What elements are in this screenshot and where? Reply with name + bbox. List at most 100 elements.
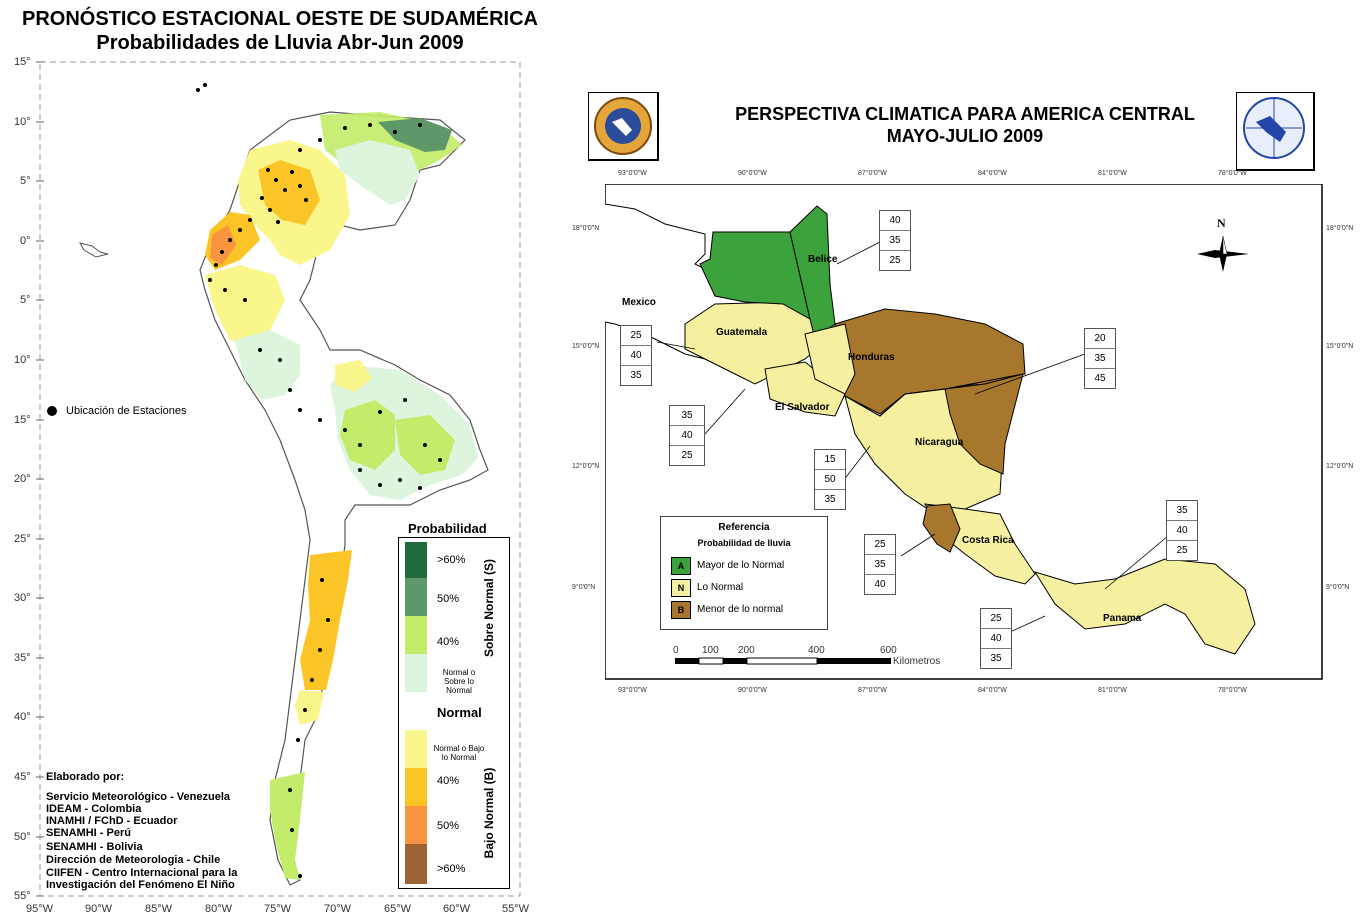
legend-swatch [405,730,427,768]
reference-label: Mayor de lo Normal [697,560,785,571]
lat-tick: 12°0'0"N [572,463,600,470]
lon-tick: 81°0'0"W [1098,687,1127,694]
lat-tick: 45° [14,771,31,783]
legend-swatch [405,616,427,654]
lat-tick: 25° [14,533,31,545]
credits-heading: Elaborado por: [46,771,125,783]
scale-label: 400 [808,645,825,656]
credit-line: SENAMHI - Perú [46,827,131,839]
lat-tick: 15° [14,56,31,68]
country-label-honduras: Honduras [848,352,895,363]
lat-tick: 9°0'0"N [1326,584,1350,591]
lon-tick: 90°0'0"W [738,687,767,694]
lat-tick: 18°0'0"N [572,225,600,232]
scale-label: 0 [673,645,679,656]
lat-tick: 50° [14,831,31,843]
lat-tick: 40° [14,711,31,723]
country-label-el-salvador: El Salvador [775,402,830,413]
lat-tick: 10° [14,116,31,128]
lon-tick: 90°0'0"W [738,170,767,177]
lat-tick: 30° [14,592,31,604]
lon-tick: 87°0'0"W [858,687,887,694]
legend-label: 40% [437,636,460,648]
ciifen-logo [588,92,659,161]
reference-title: Referencia [718,522,770,533]
legend-label: Normal [437,705,482,720]
lat-tick: 15°0'0"N [1326,343,1354,350]
credit-line: IDEAM - Colombia [46,803,142,815]
lon-tick: 75°W [264,903,292,915]
lon-tick: 85°W [145,903,173,915]
lon-tick: 81°0'0"W [1098,170,1127,177]
lon-tick: 95°W [26,903,54,915]
left-map-subtitle: Probabilidades de Lluvia Abr-Jun 2009 [96,32,464,54]
legend-title: Probabilidad [408,521,487,536]
probability-legend: >60% 50% 40% Normal o Sobre lo Normal No… [398,537,510,889]
reference-swatch-b: B [671,601,691,619]
credit-line: Servicio Meteorológico - Venezuela [46,791,230,803]
legend-swatch [405,806,427,844]
reference-label: Lo Normal [697,582,744,593]
lat-tick: 15°0'0"N [572,343,600,350]
lat-tick: 0° [20,235,31,247]
legend-label: 40% [437,775,460,787]
lon-tick: 78°0'0"W [1218,687,1247,694]
south-america-map [36,61,521,897]
scale-label: 200 [738,645,755,656]
lon-tick: 93°0'0"W [618,170,647,177]
reference-legend: Referencia Probabilidad de lluvia A Mayo… [660,516,828,630]
legend-swatch [405,578,427,616]
compass-rose-icon [1197,235,1249,272]
country-label-costa-rica: Costa Rica [962,535,1014,546]
lon-tick: 55°W [502,903,530,915]
legend-swatch [405,768,427,806]
lat-tick: 20° [14,473,31,485]
legend-label: Normal o Bajo lo Normal [433,744,485,762]
legend-swatch [405,654,427,692]
country-label-mexico: Mexico [622,297,656,308]
legend-label: Normal o Sobre lo Normal [442,668,476,695]
lon-tick: 78°0'0"W [1218,170,1247,177]
reference-label: Menor de lo normal [697,604,784,615]
legend-swatch [405,692,427,730]
lat-tick: 9°0'0"N [572,584,596,591]
lat-tick: 18°0'0"N [1326,225,1354,232]
country-label-guatemala: Guatemala [716,327,768,338]
reference-swatch-n: N [671,579,691,597]
lat-tick: 10° [14,354,31,366]
country-label-belice: Belice [808,254,838,265]
scale-unit: Kilometros [893,656,941,667]
left-map-title: PRONÓSTICO ESTACIONAL OESTE DE SUDAMÉRIC… [22,8,538,30]
lat-tick: 15° [14,414,31,426]
credit-line: Investigación del Fenómeno El Niño [46,879,235,891]
compass-north-label: N [1217,216,1226,230]
scale-label: 100 [702,645,719,656]
lat-tick: 12°0'0"N [1326,463,1354,470]
legend-label: 50% [437,593,460,605]
legend-group-lower: Bajo Normal (B) [482,767,496,859]
credit-line: SENAMHI - Bolivia [46,841,143,853]
legend-group-upper: Sobre Normal (S) [482,559,496,658]
legend-label: >60% [437,863,466,875]
scale-label: 600 [880,645,897,656]
lat-tick: 5° [20,294,31,306]
crrh-logo [1236,92,1315,171]
right-map-title: PERSPECTIVA CLIMATICA PARA AMERICA CENTR… [735,104,1195,124]
credit-line: INAMHI / FChD - Ecuador [46,815,178,827]
credit-line: Dirección de Meteorologia - Chile [46,854,221,866]
lon-tick: 93°0'0"W [618,687,647,694]
country-label-panama: Panama [1103,613,1142,624]
central-america-map [605,184,1323,680]
stations-label: Ubicación de Estaciones [66,405,187,417]
lon-tick: 87°0'0"W [858,170,887,177]
lon-tick: 80°W [205,903,233,915]
lon-tick: 90°W [85,903,113,915]
lat-tick: 5° [20,175,31,187]
legend-swatch [405,844,427,884]
